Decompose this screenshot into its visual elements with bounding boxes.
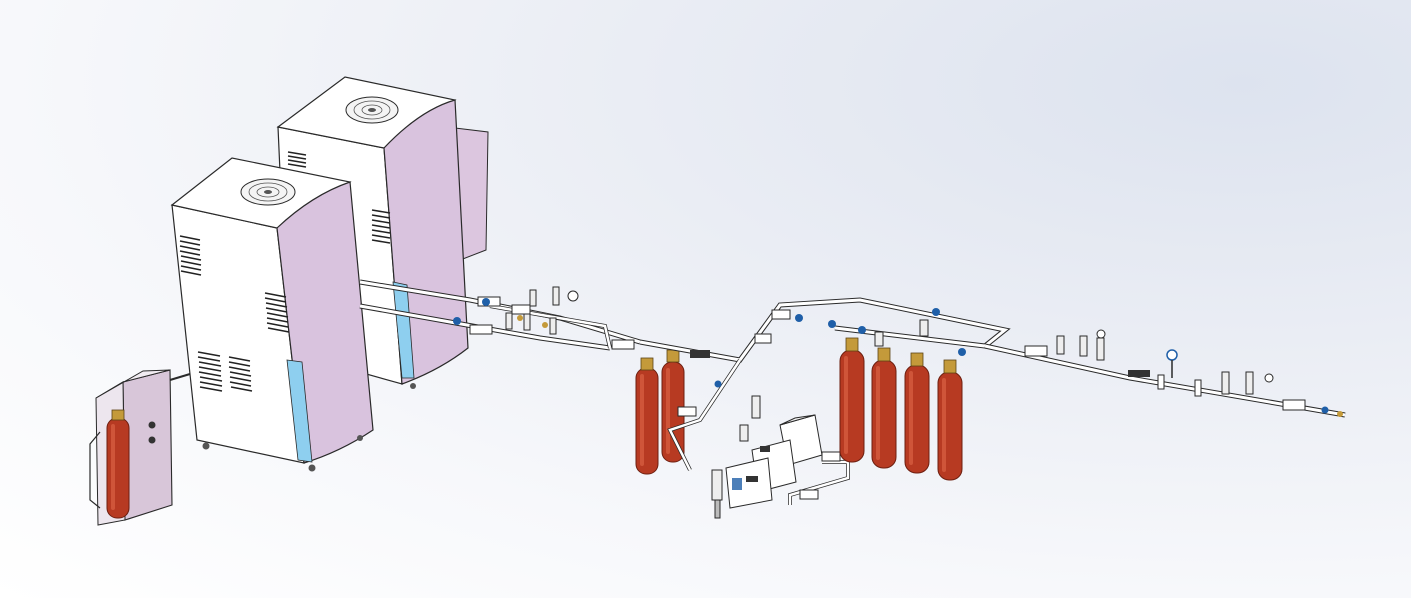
gas-cylinder-icon [904,352,930,474]
gas-cylinder-icon [89,409,130,519]
cabinet-front-blue-strip [286,359,313,463]
pipe-icon [639,297,1346,471]
cabinet-back-blue-strip [392,281,415,379]
cabinet-front-vent [179,235,290,392]
gas-cylinder-bank [839,337,963,481]
gas-cylinder-icon [871,347,897,469]
valve-icon [453,286,635,350]
cabinet-back-vent [287,151,391,244]
gas-cylinder-icon [839,337,865,463]
pressure-gauge-icon [567,290,579,302]
control-box-icon [711,395,850,519]
gas-cylinder-icon [937,359,963,481]
valve-icon [677,308,966,417]
valve-icon [1024,329,1343,417]
cabinet-front [170,157,374,472]
gas-cylinder-icon [635,349,685,475]
pressure-gauge-icon [1166,349,1178,361]
